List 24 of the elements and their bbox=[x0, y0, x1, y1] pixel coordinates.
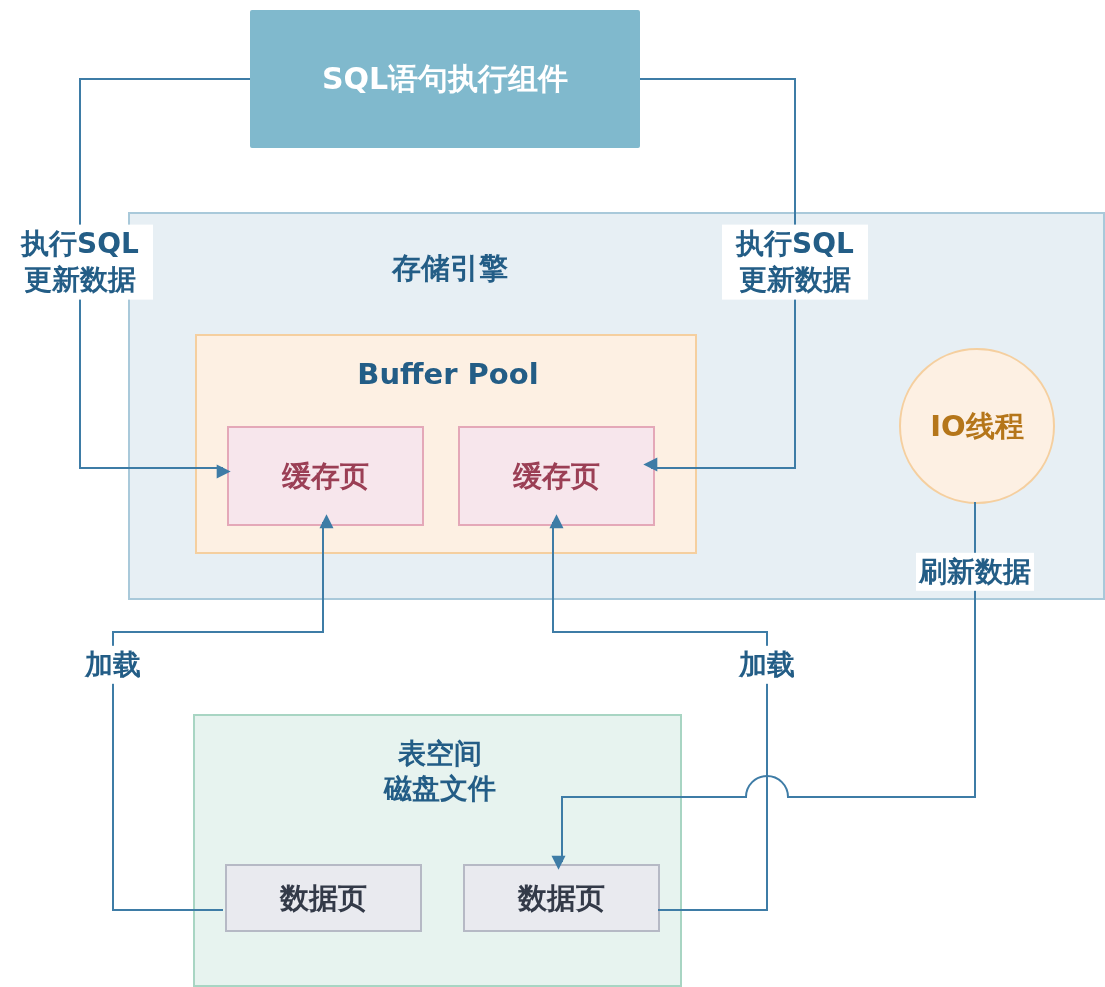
process-box bbox=[250, 10, 640, 148]
group-panel bbox=[193, 714, 682, 987]
arrow bbox=[639, 78, 796, 472]
data-page-box bbox=[225, 864, 422, 932]
node-label: IO线程 bbox=[930, 407, 1024, 445]
node-label: SQL语句执行组件 bbox=[321, 60, 569, 98]
node-label: 缓存页 bbox=[282, 457, 369, 495]
arrow bbox=[79, 78, 251, 479]
edge-label: 刷新数据 bbox=[916, 552, 1034, 592]
node-label: 缓存页 bbox=[513, 457, 600, 495]
edge-label: 执行SQL更新数据 bbox=[722, 224, 868, 300]
group-title: 磁盘文件 bbox=[383, 771, 496, 806]
arrow bbox=[551, 501, 976, 870]
arrow bbox=[112, 514, 334, 911]
cache-page-box bbox=[227, 426, 424, 526]
group-title: Buffer Pool bbox=[357, 356, 539, 393]
node-label: 数据页 bbox=[518, 879, 605, 917]
group-title: 存储引擎 bbox=[392, 250, 508, 287]
arrow bbox=[549, 514, 768, 911]
cache-page-box bbox=[458, 426, 655, 526]
node-label: 数据页 bbox=[280, 879, 367, 917]
group-panel bbox=[195, 334, 697, 554]
group-title: 表空间 bbox=[397, 736, 482, 771]
data-page-box bbox=[463, 864, 660, 932]
